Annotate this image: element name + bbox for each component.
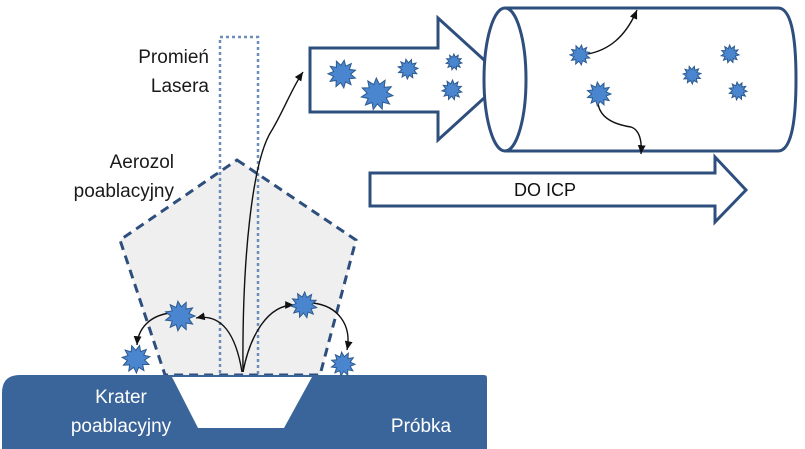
crater-label-line1: Krater <box>95 387 147 408</box>
tube-arrow-down <box>597 102 646 155</box>
particle-icon <box>444 52 464 71</box>
particles-layer <box>120 43 749 378</box>
sample-label: Próbka <box>391 416 452 437</box>
tube-arrow-up <box>587 9 638 55</box>
redeposit-arrow-left <box>133 312 171 346</box>
ejection-arrow-right <box>242 301 295 373</box>
particle-icon <box>164 299 197 333</box>
particle-icon <box>440 78 464 101</box>
aerosol-label-line1: Aerozol <box>110 152 174 173</box>
to-icp-label: DO ICP <box>514 180 576 200</box>
ejection-arrow-up <box>242 71 304 373</box>
aerosol-label-line2: poablacyjny <box>74 181 175 202</box>
redeposit-arrow-right <box>312 302 353 351</box>
particle-icon <box>360 76 395 111</box>
particle-icon <box>719 43 741 64</box>
to-icp-arrow <box>368 153 749 226</box>
particle-icon <box>681 65 703 86</box>
laser-label-line2: Lasera <box>151 76 210 97</box>
particle-icon <box>396 57 420 81</box>
particle-icon <box>728 80 749 102</box>
particle-icon <box>120 344 152 375</box>
particle-icon <box>568 43 591 67</box>
laser-label-line1: Promień <box>138 47 209 68</box>
particle-icon <box>586 80 613 108</box>
transport-tube <box>482 6 798 153</box>
particle-icon <box>330 350 357 378</box>
crater-label-line2: poablacyjny <box>71 416 172 437</box>
ablation-crater <box>172 377 312 428</box>
particle-icon <box>289 290 318 319</box>
ejection-arrow-left <box>195 312 243 373</box>
particle-icon <box>326 58 357 90</box>
